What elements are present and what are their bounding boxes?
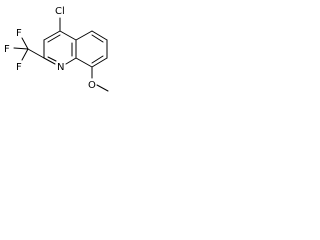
bond-o-methyl	[96, 84, 109, 92]
fluorine-bottom-atom-label: F	[16, 62, 22, 73]
bond-cf3-f-top	[21, 37, 29, 50]
bond-c8-c8a	[75, 57, 93, 68]
chloro-substituent: Cl	[55, 6, 65, 32]
bond-c4-c4a	[59, 30, 77, 41]
pyridine-ring	[43, 30, 77, 65]
bond-c4a-c5	[75, 30, 93, 41]
ring-nitrogen: N	[57, 62, 64, 73]
double-bond-c7-c8	[91, 55, 104, 64]
quinoline-structure-diagram: Cl N O F F F	[4, 6, 109, 92]
bond-cf3-f-left	[13, 47, 29, 50]
bond-c5-c6	[91, 30, 108, 41]
trifluoromethyl-substituent: F F F	[4, 28, 45, 73]
methoxy-substituent: O	[88, 66, 109, 92]
bond-c3-c4	[43, 30, 61, 41]
oxygen-atom-label: O	[88, 80, 96, 91]
fluorine-left-atom-label: F	[4, 44, 10, 55]
bond-cf3-f-bottom	[21, 48, 29, 61]
benzene-ring	[75, 30, 108, 68]
bond-c7-c8	[91, 57, 108, 68]
bond-n1-c2	[43, 57, 56, 65]
bond-c2-cf3	[27, 48, 45, 59]
fluorine-top-atom-label: F	[16, 28, 22, 39]
chlorine-atom-label: Cl	[55, 6, 65, 17]
nitrogen-atom-label: N	[57, 62, 64, 73]
double-bond-c3-c4	[47, 34, 61, 43]
double-bond-c5-c6	[91, 34, 104, 43]
bond-c8a-n1	[65, 57, 77, 65]
double-bond-c2-n1	[47, 56, 57, 62]
structure-canvas: Cl N O F F F	[0, 0, 110, 97]
